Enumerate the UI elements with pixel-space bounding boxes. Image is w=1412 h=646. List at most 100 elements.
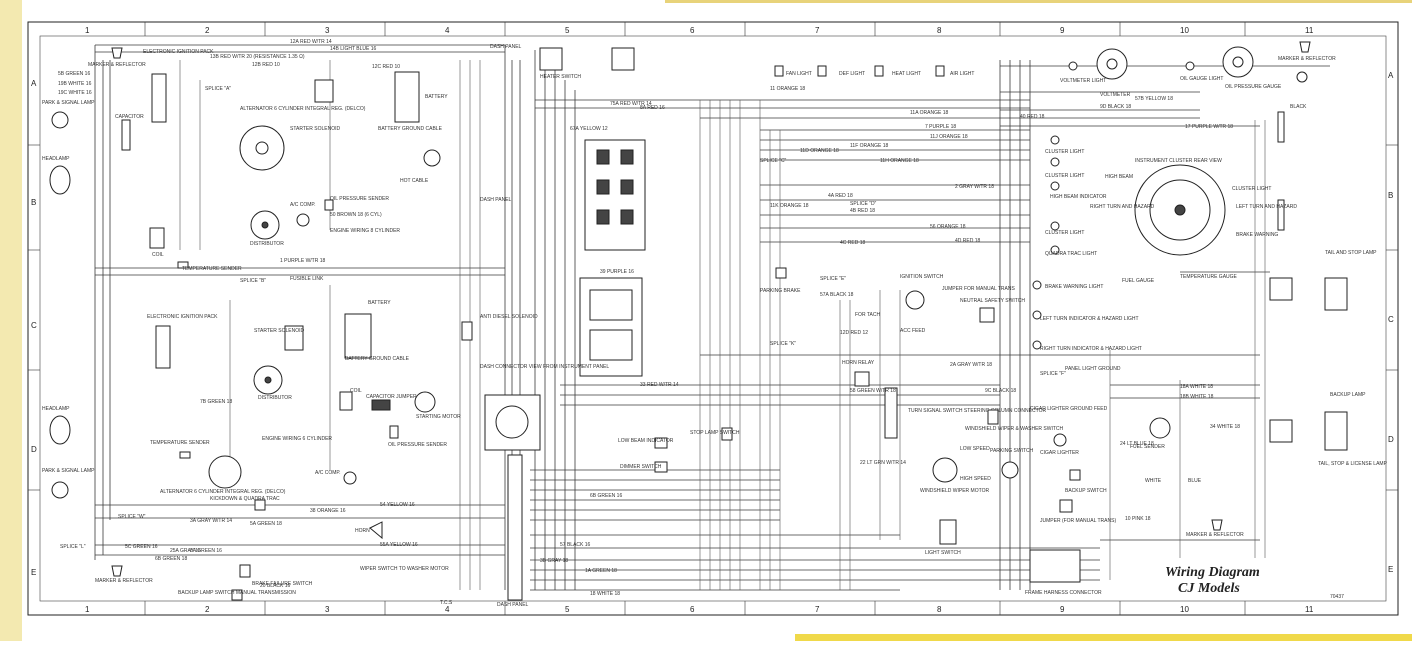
wire-code: 25A GRAY 18 bbox=[170, 548, 201, 554]
oil-pressure-gauge: OIL PRESSURE GAUGE OIL GAUGE LIGHT bbox=[1180, 46, 1282, 90]
temperature-sender-label-2: TEMPERATURE SENDER bbox=[150, 440, 210, 446]
splice-f-label: SPLICE "F" bbox=[1040, 371, 1066, 377]
cluster-light-label-4: CLUSTER LIGHT bbox=[1232, 186, 1271, 192]
dash-panel-label-top: DASH PANEL bbox=[490, 44, 522, 50]
marker-reflector-lower-right: MARKER & REFLECTOR bbox=[1186, 519, 1244, 538]
left-turn-indicator-label: LEFT TURN INDICATOR & HAZARD LIGHT bbox=[1040, 316, 1139, 322]
wire-code: 24 LT BLUE 18 bbox=[1120, 441, 1154, 447]
ac-comp-label-2: A/C COMP. bbox=[315, 470, 340, 476]
coil-label: COIL bbox=[152, 252, 164, 258]
jumper-manual-trans-lower: JUMPER (FOR MANUAL TRANS) bbox=[1040, 499, 1116, 524]
wire-code: 6B GREEN 16 bbox=[590, 493, 622, 499]
oil-pressure-sender-label-2: OIL PRESSURE SENDER bbox=[388, 442, 447, 448]
starter-solenoid-mid: STARTER SOLENOID bbox=[254, 325, 304, 351]
distributor-top: DISTRIBUTOR bbox=[250, 210, 284, 247]
light-switch-label: LIGHT SWITCH bbox=[925, 550, 961, 556]
wire-code: 57B YELLOW 18 bbox=[1135, 96, 1173, 102]
heater-switch: HEATER SWITCH bbox=[539, 47, 635, 80]
brake-failure-switch: BRAKE FAILURE SWITCH bbox=[239, 564, 313, 587]
cigar-lighter: CIGAR LIGHTER CIGAR LIGHTER GROUND FEED bbox=[1030, 406, 1108, 456]
marker-reflector-label-3: MARKER & REFLECTOR bbox=[1278, 56, 1336, 62]
col-label: 6 bbox=[690, 26, 695, 35]
alternator-mid: ALTERNATOR 6 CYLINDER INTEGRAL REG. (DEL… bbox=[160, 455, 286, 495]
anti-diesel-label: ANTI DIESEL SOLENOID bbox=[480, 314, 538, 320]
wiper-switch-label: WIPER SWITCH TO WASHER MOTOR bbox=[360, 566, 449, 572]
ac-comp-top: A/C COMP. bbox=[290, 202, 315, 227]
engine-wiring-8-label: ENGINE WIRING 8 CYLINDER bbox=[330, 228, 400, 234]
splice-w-label: SPLICE "W" bbox=[118, 514, 146, 520]
air-light-label: AIR LIGHT bbox=[950, 71, 974, 77]
dash-connector-strip bbox=[507, 454, 523, 601]
col-label: 1 bbox=[85, 26, 90, 35]
park-signal-lamp-lower: PARK & SIGNAL LAMP bbox=[42, 468, 95, 499]
row-label: C bbox=[1388, 315, 1394, 324]
wire-code: 2A GRAY W/TR 18 bbox=[950, 362, 992, 368]
turn-signal-switch: TURN SIGNAL SWITCH STEERING COLUMN CONNE… bbox=[884, 387, 1046, 439]
ac-comp-mid: A/C COMP. bbox=[315, 470, 357, 485]
wire-code: 11A ORANGE 18 bbox=[910, 110, 948, 116]
wire-code: 50 BROWN 18 (6 CYL) bbox=[330, 212, 382, 218]
backup-lamp-switch-manual: BACKUP LAMP SWITCH MANUAL TRANSMISSION bbox=[178, 589, 296, 601]
parking-brake: PARKING BRAKE bbox=[760, 267, 801, 294]
marker-reflector-right: MARKER & REFLECTOR BLACK bbox=[1277, 41, 1336, 231]
dash-indicator-lights: BRAKE WARNING LIGHT LEFT TURN INDICATOR … bbox=[1032, 280, 1142, 372]
capacitor-top: CAPACITOR bbox=[115, 114, 144, 151]
col-label: 3 bbox=[325, 605, 330, 614]
col-label: 2 bbox=[205, 26, 210, 35]
windshield-wiper-washer-switch: WINDSHIELD WIPER & WASHER SWITCH LOW SPE… bbox=[960, 409, 1064, 482]
col-label: 2 bbox=[205, 605, 210, 614]
oil-pressure-sender-label: OIL PRESSURE SENDER bbox=[330, 196, 389, 202]
diagram-title: Wiring Diagram bbox=[1165, 565, 1260, 580]
alternator-label-2: ALTERNATOR 6 CYLINDER INTEGRAL REG. (DEL… bbox=[160, 489, 286, 495]
fan-light-label: FAN LIGHT bbox=[786, 71, 812, 77]
wire-code-labels: 12A RED W/TR 14 14B LIGHT BLUE 16 13B RE… bbox=[58, 39, 1240, 597]
frame-harness-label: FRAME HARNESS CONNECTOR bbox=[1025, 590, 1102, 596]
wire-code: 11H ORANGE 18 bbox=[880, 158, 919, 164]
cluster-light-label-1: CLUSTER LIGHT bbox=[1045, 149, 1084, 155]
title-block: Wiring Diagram CJ Models 70437 bbox=[1160, 558, 1344, 600]
hot-cable: HOT CABLE bbox=[400, 149, 441, 184]
wire-code: 6B GREEN 18 bbox=[155, 556, 187, 562]
splice-k-label: SPLICE "K" bbox=[770, 341, 796, 347]
diagram-subtitle: CJ Models bbox=[1178, 581, 1240, 596]
col-label: 10 bbox=[1180, 26, 1189, 35]
wire-code: 18 WHITE 18 bbox=[590, 591, 620, 597]
oil-pressure-gauge-label: OIL PRESSURE GAUGE bbox=[1225, 84, 1282, 90]
col-label: 9 bbox=[1060, 605, 1065, 614]
horn-relay-label: HORN RELAY bbox=[842, 360, 875, 366]
wire-code: 5C GREEN 16 bbox=[125, 544, 158, 550]
wire-code: 2 GRAY W/TR 18 bbox=[955, 184, 994, 190]
col-label: 4 bbox=[445, 26, 450, 35]
oil-gauge-light-label: OIL GAUGE LIGHT bbox=[1180, 76, 1223, 82]
col-label: 7 bbox=[815, 605, 820, 614]
battery-label-2: BATTERY bbox=[368, 300, 391, 306]
def-light-label: DEF LIGHT bbox=[839, 71, 865, 77]
wire-code: 56 ORANGE 18 bbox=[930, 224, 966, 230]
battery-ground-label-2: BATTERY GROUND CABLE bbox=[345, 356, 410, 362]
col-label: 11 bbox=[1305, 605, 1314, 614]
frame-harness-connector: FRAME HARNESS CONNECTOR bbox=[1025, 549, 1102, 596]
wire-code: 55A YELLOW 16 bbox=[380, 542, 418, 548]
wire-code: 11F ORANGE 18 bbox=[850, 143, 888, 149]
blue-label: BLUE bbox=[1188, 478, 1202, 484]
wire-harness bbox=[94, 44, 1330, 591]
jumper-manual-label-2: JUMPER (FOR MANUAL TRANS) bbox=[1040, 518, 1116, 524]
grid-row-labels: A B C D E A B C D E bbox=[31, 71, 1394, 577]
brake-failure-label: BRAKE FAILURE SWITCH bbox=[252, 581, 313, 587]
bottom-page-edge bbox=[795, 634, 1412, 641]
battery-label: BATTERY bbox=[425, 94, 448, 100]
wire-code: 39 PURPLE 16 bbox=[600, 269, 634, 275]
cluster-light-label-3: CLUSTER LIGHT bbox=[1045, 230, 1084, 236]
col-label: 3 bbox=[325, 26, 330, 35]
wire-code: 38 ORANGE 16 bbox=[310, 508, 346, 514]
low-speed-label: LOW SPEED bbox=[960, 446, 990, 452]
col-label: 11 bbox=[1305, 26, 1314, 35]
marker-reflector-left: MARKER & REFLECTOR bbox=[88, 47, 146, 68]
temperature-sender-mid: TEMPERATURE SENDER bbox=[150, 440, 210, 459]
quadra-trac-light-label: QUADRA TRAC LIGHT bbox=[1045, 251, 1097, 257]
cigar-lighter-ground-label: CIGAR LIGHTER GROUND FEED bbox=[1030, 406, 1108, 412]
stop-lamp-switch-label: STOP LAMP SWITCH bbox=[690, 430, 740, 436]
parking-switch-label: PARKING SWITCH bbox=[990, 448, 1034, 454]
voltmeter-label: VOLTMETER bbox=[1100, 92, 1131, 98]
dash-panel-label-mid: DASH PANEL bbox=[480, 197, 512, 203]
